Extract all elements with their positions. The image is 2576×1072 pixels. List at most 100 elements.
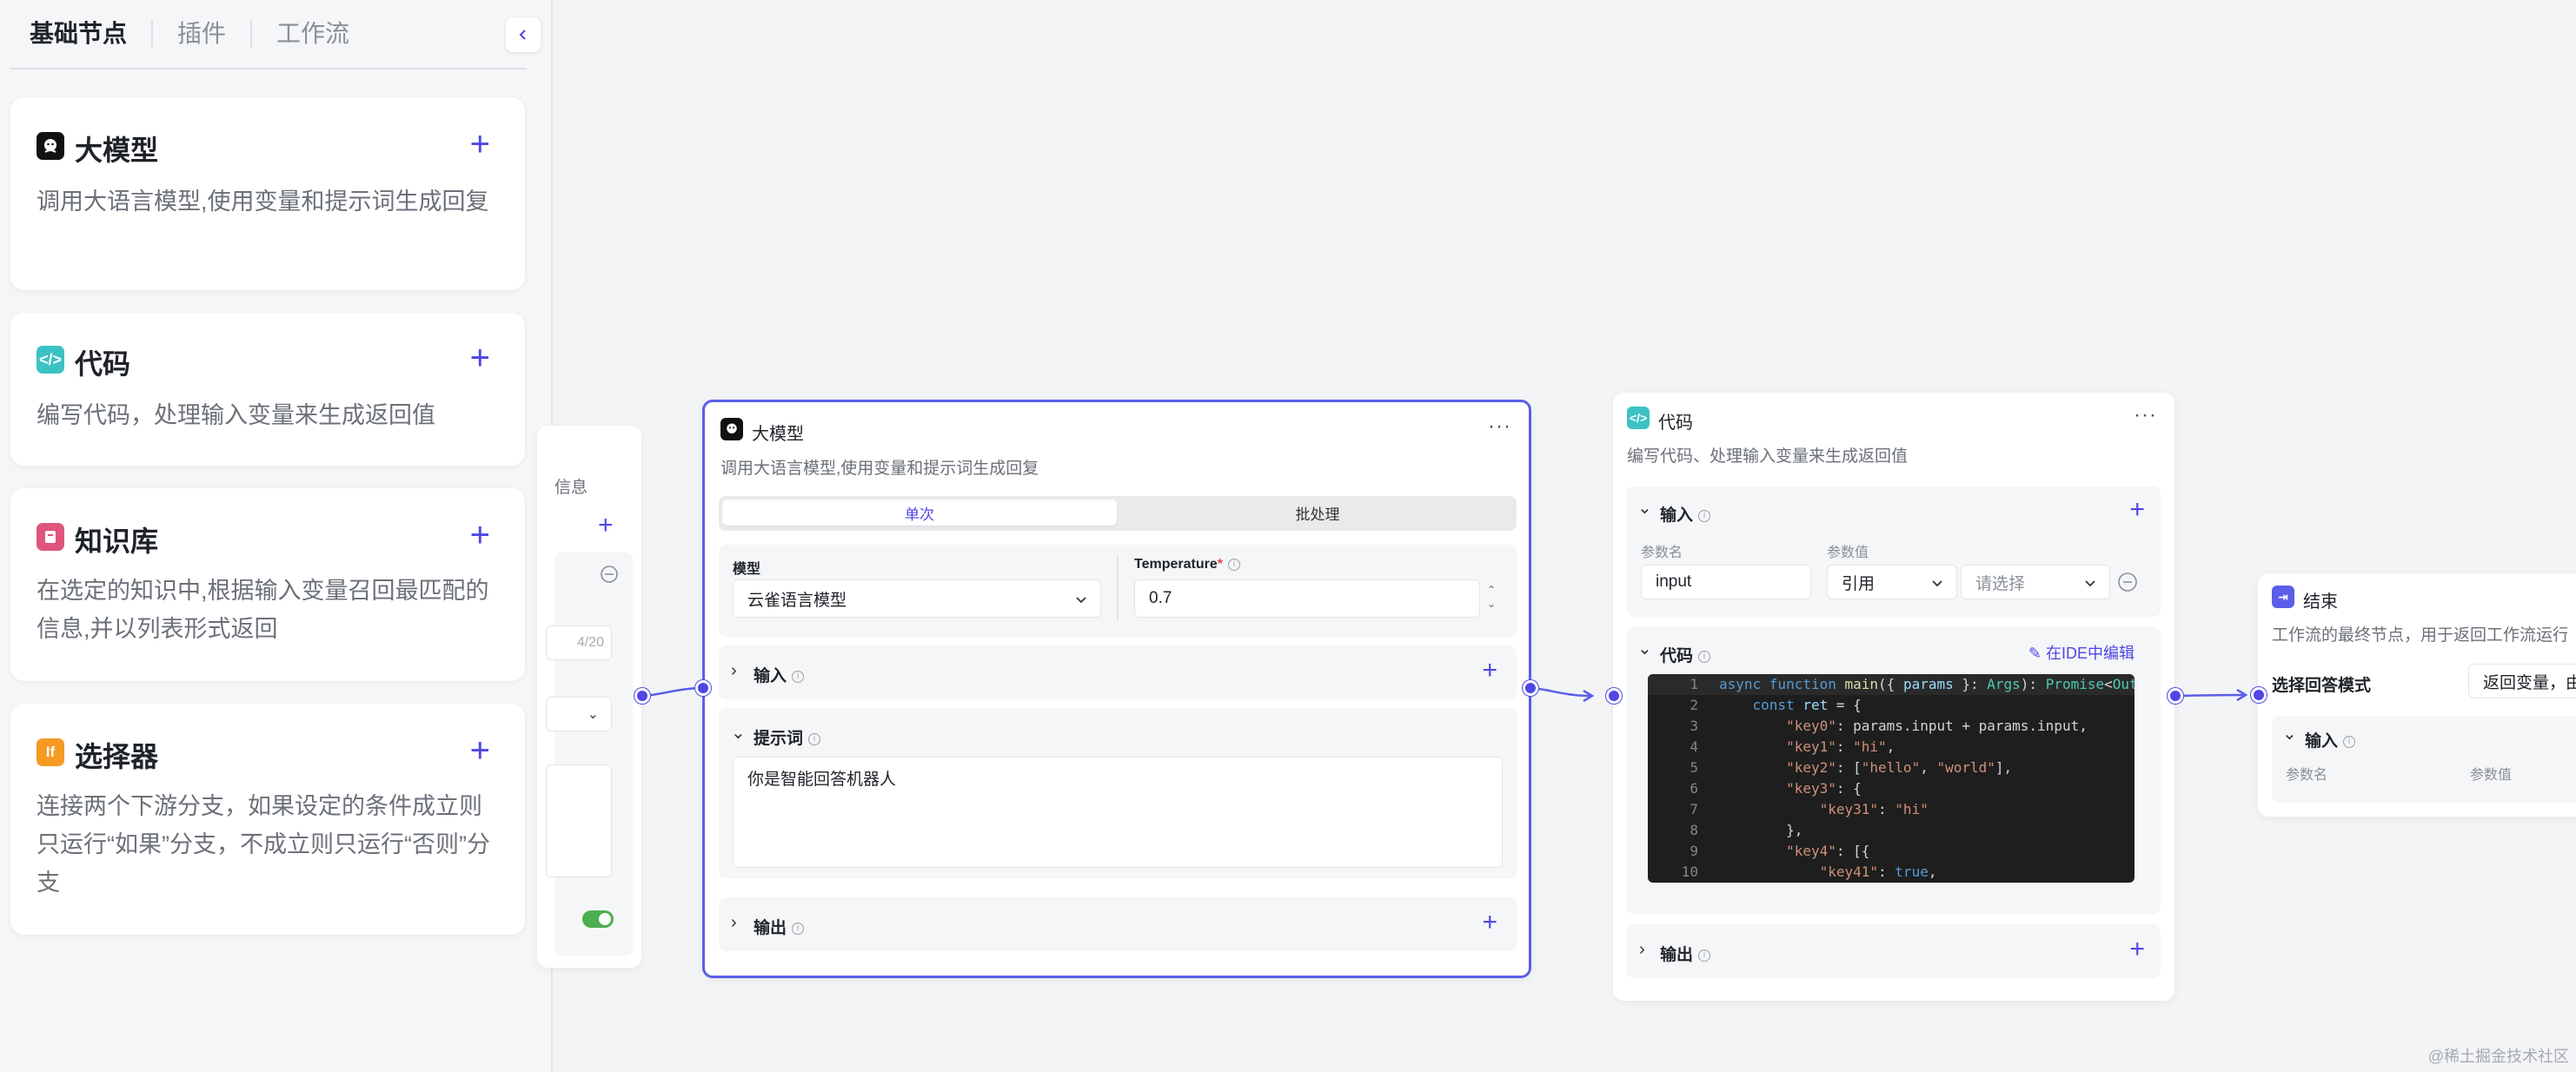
- input-label-text: 输入: [754, 667, 787, 685]
- node-library-panel: 基础节点 插件 工作流 大模型 + 调用大语言模型,使用变量和提示词生成回复 <…: [0, 0, 553, 1072]
- model-section: 模型 云雀语言模型 Temperature*i 0.7 ⌃⌄: [719, 545, 1517, 637]
- chevron-right-icon[interactable]: ›: [731, 661, 737, 680]
- output-port[interactable]: [634, 688, 650, 704]
- node-card-code[interactable]: </> 代码 + 编写代码，处理输入变量来生成返回值: [10, 313, 525, 466]
- param-value-select[interactable]: 请选择: [1961, 565, 2110, 599]
- param-type-select[interactable]: 引用: [1827, 565, 1957, 599]
- partial-node[interactable]: 信息 + 4/20 ⌄: [537, 426, 641, 968]
- chevron-down-icon[interactable]: ⌄: [731, 724, 746, 743]
- temperature-label: Temperature*i: [1134, 557, 1240, 572]
- node-card-desc: 编写代码，处理输入变量来生成返回值: [37, 402, 435, 428]
- remove-icon[interactable]: [600, 565, 619, 584]
- decrement-icon[interactable]: ⌄: [1487, 598, 1497, 610]
- tab-batch[interactable]: 批处理: [1295, 506, 1340, 523]
- chevron-down-icon[interactable]: ⌄: [1637, 639, 1652, 658]
- partial-select[interactable]: ⌄: [546, 697, 612, 731]
- edit-in-ide-link[interactable]: ✎ 在IDE中编辑: [2028, 641, 2134, 664]
- output-port[interactable]: [2168, 688, 2183, 704]
- chevron-down-icon: ⌄: [587, 707, 599, 722]
- add-selector-node-icon[interactable]: +: [469, 731, 490, 770]
- edit-in-ide-text: 在IDE中编辑: [2045, 645, 2134, 662]
- knowledge-icon: [37, 523, 64, 551]
- input-section[interactable]: › 输入 i +: [719, 645, 1517, 699]
- remove-param-icon[interactable]: [2117, 572, 2138, 592]
- info-icon: i: [1698, 949, 1711, 962]
- info-icon: i: [1227, 558, 1240, 571]
- node-title: 结束: [2303, 592, 2338, 612]
- model-select[interactable]: 云雀语言模型: [733, 579, 1101, 618]
- add-knowledge-node-icon[interactable]: +: [469, 516, 490, 554]
- node-card-title: 代码: [75, 348, 131, 380]
- node-card-desc: 连接两个下游分支，如果设定的条件成立则只运行“如果”分支，不成立则只运行“否则”…: [37, 793, 490, 896]
- llm-icon: [37, 132, 64, 160]
- node-card-desc: 调用大语言模型,使用变量和提示词生成回复: [37, 189, 489, 215]
- chevron-down-icon[interactable]: ⌄: [1637, 499, 1652, 518]
- prompt-textarea[interactable]: 你是智能回答机器人: [733, 757, 1503, 868]
- partial-textarea[interactable]: [546, 764, 612, 877]
- chevron-right-icon[interactable]: ›: [731, 913, 737, 932]
- watermark: @稀土掘金技术社区: [2427, 1048, 2569, 1065]
- node-card-knowledge[interactable]: 知识库 + 在选定的知识中,根据输入变量召回最匹配的信息,并以列表形式返回: [10, 488, 525, 681]
- param-name-input[interactable]: input: [1641, 565, 1811, 599]
- node-card-llm[interactable]: 大模型 + 调用大语言模型,使用变量和提示词生成回复: [10, 97, 525, 290]
- info-icon: i: [808, 732, 821, 745]
- node-card-desc: 在选定的知识中,根据输入变量召回最匹配的信息,并以列表形式返回: [37, 578, 489, 642]
- temperature-input[interactable]: 0.7: [1134, 579, 1480, 618]
- name-input-counter: 4/20: [546, 625, 612, 660]
- output-port[interactable]: [1523, 680, 1538, 696]
- chevron-right-icon[interactable]: ›: [1639, 940, 1645, 959]
- param-name-label: 参数名: [2286, 768, 2328, 783]
- collapse-panel-button[interactable]: [506, 17, 541, 52]
- add-input-icon[interactable]: +: [598, 511, 614, 539]
- selector-icon: If: [37, 738, 64, 766]
- input-port[interactable]: [1606, 688, 1622, 704]
- add-llm-node-icon[interactable]: +: [469, 125, 490, 163]
- info-icon: i: [792, 922, 805, 935]
- param-name-value: input: [1656, 572, 1692, 591]
- node-card-title: 大模型: [75, 135, 159, 166]
- add-code-node-icon[interactable]: +: [469, 339, 490, 377]
- toggle-switch[interactable]: [582, 910, 614, 928]
- node-library-tabs: 基础节点 插件 工作流: [30, 16, 374, 52]
- llm-node[interactable]: 大模型 ··· 调用大语言模型,使用变量和提示词生成回复 单次 批处理 模型 云…: [702, 400, 1531, 978]
- info-icon: i: [792, 670, 805, 683]
- code-line: 6 "key3": {: [1690, 780, 1862, 797]
- answer-mode-select[interactable]: 返回变量，由: [2468, 664, 2576, 698]
- add-output-icon[interactable]: +: [2129, 935, 2145, 963]
- end-node[interactable]: ⇥ 结束 工作流的最终节点，用于返回工作流运行后 选择回答模式 返回变量，由 ⌄…: [2258, 573, 2576, 817]
- node-desc: 编写代码、处理输入变量来生成返回值: [1627, 447, 1909, 466]
- increment-icon[interactable]: ⌃: [1487, 584, 1497, 596]
- add-input-icon[interactable]: +: [1482, 656, 1497, 685]
- end-icon: ⇥: [2272, 586, 2294, 608]
- tab-plugins[interactable]: 插件: [151, 20, 250, 48]
- add-output-icon[interactable]: +: [1482, 908, 1497, 936]
- workflow-canvas[interactable]: 信息 + 4/20 ⌄ 大模型 ··· 调用大语言模型,使用变量和提示词生成回复…: [537, 0, 2576, 1072]
- more-options-icon[interactable]: ···: [2134, 403, 2157, 427]
- answer-mode-value: 返回变量，由: [2483, 673, 2576, 692]
- chevron-left-icon: [519, 30, 526, 40]
- input-port[interactable]: [2251, 687, 2267, 703]
- code-line: 3 "key0": params.input + params.input,: [1690, 718, 2088, 734]
- tab-workflows[interactable]: 工作流: [250, 20, 374, 48]
- node-card-selector[interactable]: If 选择器 + 连接两个下游分支，如果设定的条件成立则只运行“如果”分支，不成…: [10, 704, 525, 935]
- add-input-icon[interactable]: +: [2129, 495, 2145, 524]
- code-label-text: 代码: [1660, 647, 1694, 665]
- node-title: 代码: [1658, 414, 1693, 433]
- node-desc: 调用大语言模型,使用变量和提示词生成回复: [720, 460, 1039, 478]
- temperature-stepper[interactable]: ⌃⌄: [1487, 583, 1496, 611]
- tab-basic-nodes[interactable]: 基础节点: [30, 20, 128, 47]
- input-port[interactable]: [695, 680, 711, 696]
- chevron-down-icon[interactable]: ⌄: [2282, 725, 2297, 744]
- more-options-icon[interactable]: ···: [1488, 414, 1511, 438]
- edit-icon: ✎: [2028, 645, 2046, 662]
- tabs-divider: [10, 68, 527, 69]
- tab-single[interactable]: 单次: [722, 500, 1117, 526]
